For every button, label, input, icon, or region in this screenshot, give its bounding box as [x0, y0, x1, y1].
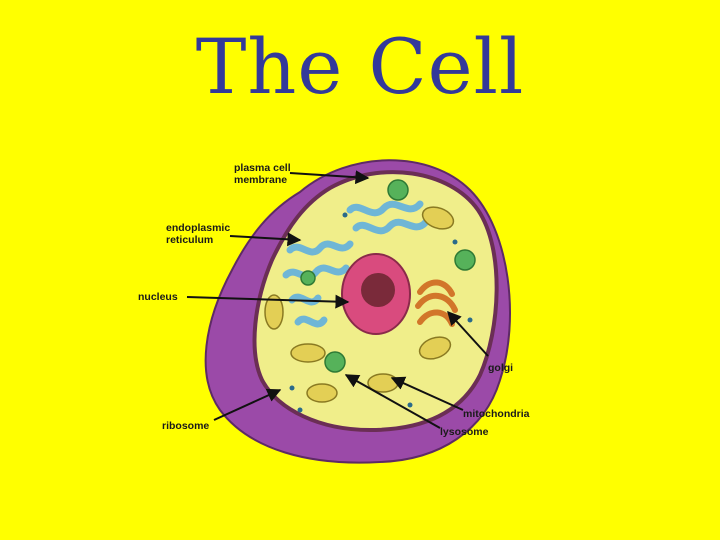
mitochondria — [264, 206, 455, 403]
label-lysosome: lysosome — [440, 426, 489, 438]
lysosomes — [300, 179, 476, 373]
nucleolus — [361, 273, 395, 307]
label-arrows — [186, 170, 489, 429]
label-nucleus: nucleus — [138, 291, 178, 303]
ribosomes — [289, 212, 473, 413]
label-ribosome: ribosome — [162, 420, 210, 432]
label-golgi: golgi — [488, 362, 514, 374]
label-mitochondria: mitochondria — [463, 408, 530, 420]
slide-title: The Cell — [195, 22, 525, 111]
